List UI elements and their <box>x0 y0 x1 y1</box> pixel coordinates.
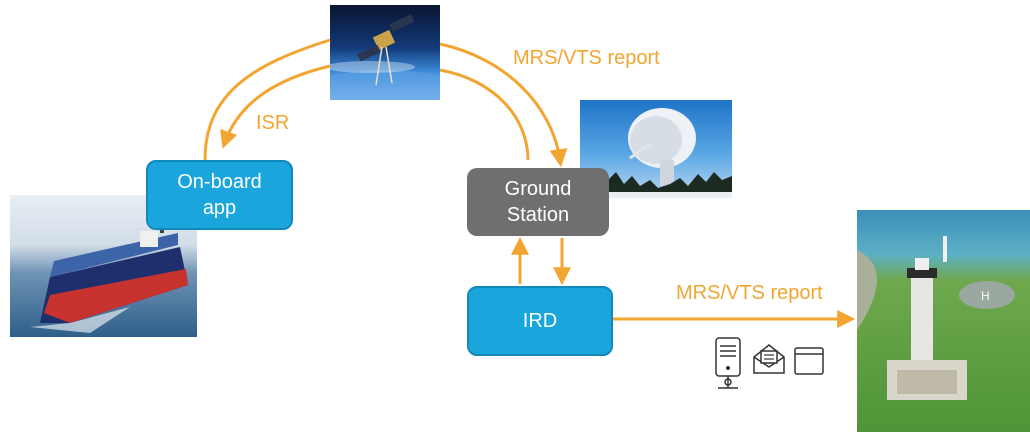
mrs-vts-top-label: MRS/VTS report <box>513 47 660 69</box>
isr-return-arrow <box>220 64 331 149</box>
ground-to-satellite-arc <box>439 68 530 161</box>
server-icon <box>715 337 741 389</box>
lighthouse-graphic: H <box>857 236 1015 400</box>
lighthouse-photo: H <box>857 210 1030 432</box>
satellite-photo <box>330 5 440 100</box>
svg-text:H: H <box>981 289 990 303</box>
mrs-vts-down-arrow <box>439 42 568 168</box>
satellite-graphic <box>330 14 440 100</box>
ground-station-node: Ground Station <box>467 168 609 236</box>
onboard-app-node: On-board app <box>146 160 293 230</box>
email-icon <box>753 344 785 374</box>
browser-window-icon <box>794 347 824 375</box>
ird-node: IRD <box>467 286 613 356</box>
isr-arrow <box>203 38 331 161</box>
isr-label: ISR <box>256 112 290 134</box>
mrs-vts-right-label: MRS/VTS report <box>676 282 823 304</box>
antenna-graphic <box>580 108 732 198</box>
ship-graphic <box>30 217 188 333</box>
